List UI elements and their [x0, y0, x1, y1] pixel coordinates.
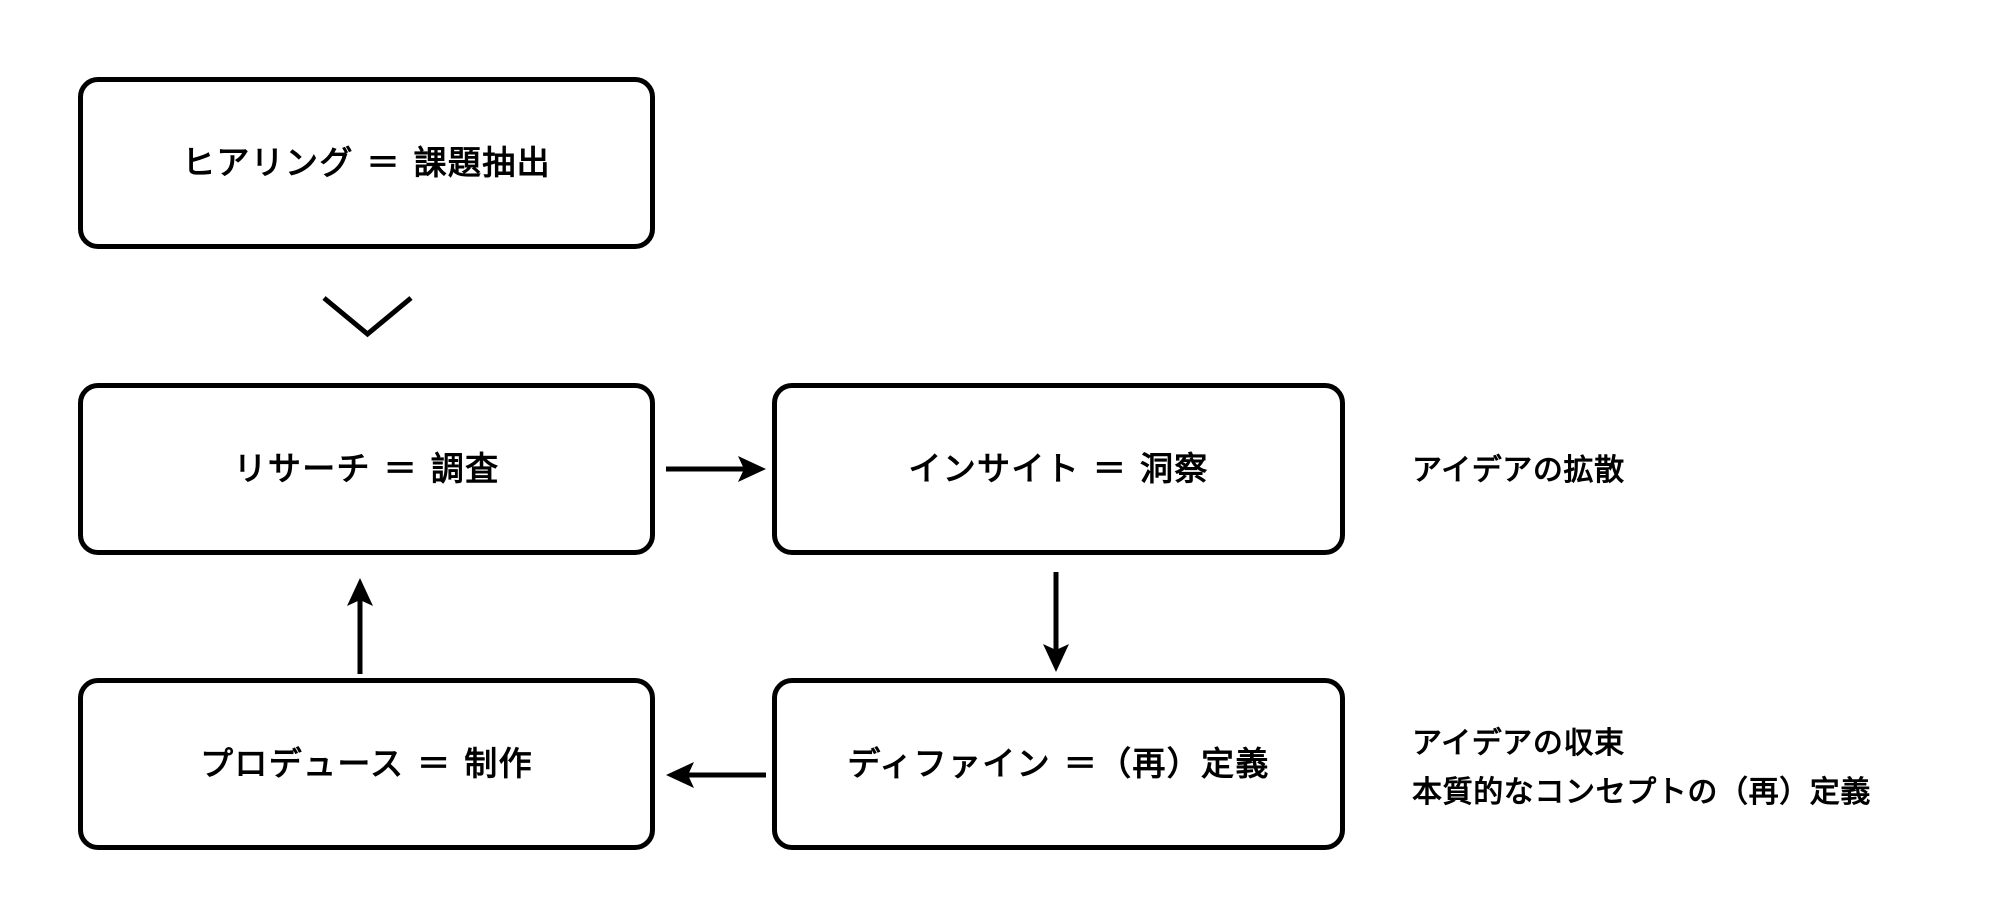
arrow-up-icon — [340, 578, 380, 674]
arrow-down-icon — [1036, 572, 1076, 672]
annotation-idea-divergence: アイデアの拡散 — [1412, 447, 1625, 496]
arrow-right-icon — [666, 451, 766, 487]
node-insight[interactable]: インサイト ＝ 洞察 — [772, 383, 1345, 555]
chevron-down-icon — [320, 294, 415, 342]
annotation-idea-convergence: アイデアの収束 本質的なコンセプトの（再）定義 — [1412, 720, 1871, 817]
annotation-idea-divergence-line-1: アイデアの拡散 — [1412, 453, 1625, 488]
node-hearing-label: ヒアリング ＝ 課題抽出 — [182, 143, 551, 183]
node-produce[interactable]: プロデュース ＝ 制作 — [78, 678, 655, 850]
annotation-idea-convergence-line-2: 本質的なコンセプトの（再）定義 — [1412, 774, 1871, 810]
node-research-label: リサーチ ＝ 調査 — [233, 449, 500, 489]
node-define[interactable]: ディファイン ＝（再）定義 — [772, 678, 1345, 850]
annotation-idea-convergence-line-1: アイデアの収束 — [1412, 726, 1625, 761]
node-produce-label: プロデュース ＝ 制作 — [200, 744, 533, 784]
arrow-left-icon — [666, 757, 766, 793]
node-research[interactable]: リサーチ ＝ 調査 — [78, 383, 655, 555]
node-hearing[interactable]: ヒアリング ＝ 課題抽出 — [78, 77, 655, 249]
node-define-label: ディファイン ＝（再）定義 — [847, 744, 1270, 784]
node-insight-label: インサイト ＝ 洞察 — [908, 449, 1209, 489]
